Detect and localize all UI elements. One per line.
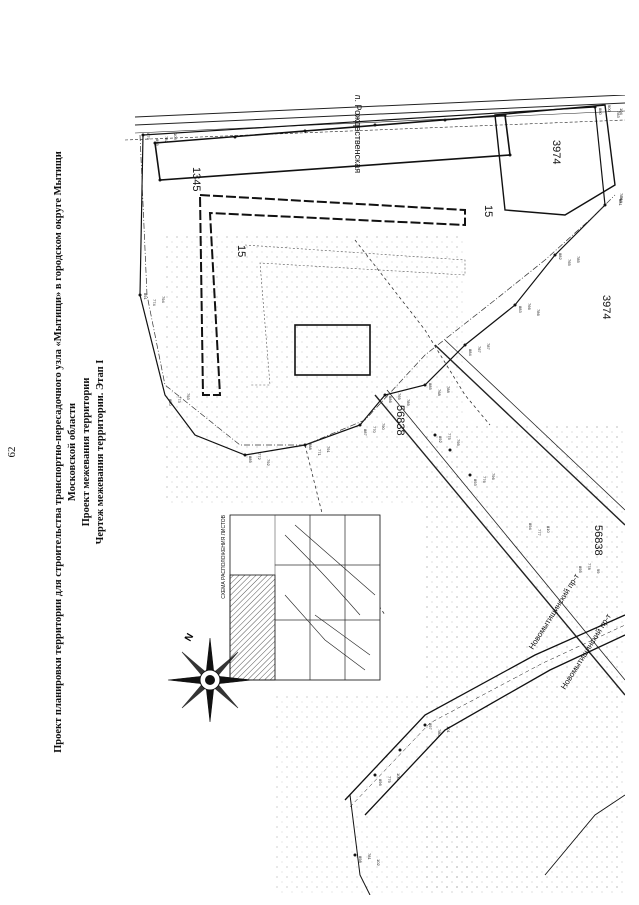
point-label: 780 xyxy=(437,729,442,736)
terrain-dots-bottom xyxy=(275,695,475,895)
point-label: 781 xyxy=(367,853,372,860)
point-label: 783 xyxy=(616,111,621,118)
point-label: 771 xyxy=(317,449,322,456)
point-label: 784 xyxy=(619,193,624,200)
parcel-label-56838-mid: 56838 xyxy=(394,405,406,436)
point-label: 897 xyxy=(428,723,433,730)
point-label: 883 xyxy=(518,306,523,313)
point-label: 890 xyxy=(168,399,173,406)
point-label: 895 xyxy=(578,566,583,573)
point-label: 887 xyxy=(363,429,368,436)
point-label: 900 xyxy=(607,105,612,112)
title-line-2: Московской области xyxy=(67,402,78,502)
street-label-top: ул. Рождественская xyxy=(353,95,363,173)
point-label: 782 xyxy=(164,136,169,143)
point-label: 886 xyxy=(388,396,393,403)
point-label: 101 xyxy=(446,726,451,733)
title-line-3: Проект межевания территории xyxy=(81,377,92,527)
parcel-label-15-right: 15 xyxy=(482,205,494,217)
point-label: 893 xyxy=(473,479,478,486)
survey-map: СХЕМА РАСПОЛОЖЕНИЯ ЛИСТОВ N xyxy=(125,95,625,895)
point-label: 775 xyxy=(447,433,452,440)
point-label: 888 xyxy=(308,443,313,450)
point-label: 766 xyxy=(527,303,532,310)
parcel-label-3974-top: 3974 xyxy=(550,140,562,164)
railway-strip xyxy=(125,95,625,141)
point-label: 779 xyxy=(387,776,392,783)
point-label: 891 xyxy=(143,293,148,300)
point-label: 785 xyxy=(576,256,581,263)
road-curve xyxy=(544,794,625,876)
point-label: 879 xyxy=(146,133,151,140)
point-label: 786 xyxy=(536,309,541,316)
road-novomytischinsky xyxy=(344,614,625,816)
point-label: 788 xyxy=(446,386,451,393)
point-label: 880 xyxy=(598,108,603,115)
point-label: 99 xyxy=(596,569,601,574)
point-label: 770 xyxy=(372,426,377,433)
compass-north-letter: N xyxy=(183,632,196,644)
parcel-label-1345: 1345 xyxy=(190,167,202,191)
survey-line-1 xyxy=(354,239,491,426)
point-label: 104 xyxy=(619,108,624,115)
sheet-layout-inset: СХЕМА РАСПОЛОЖЕНИЯ ЛИСТОВ xyxy=(221,514,381,681)
point-label: 787 xyxy=(486,343,491,350)
point-label: 102 xyxy=(376,859,381,866)
point-label: 789 xyxy=(406,399,411,406)
point-label: 774 xyxy=(152,299,157,306)
point-label: 778 xyxy=(587,563,592,570)
point-label: 884 xyxy=(468,349,473,356)
parcel-1345 xyxy=(154,114,511,181)
point-label: 769 xyxy=(397,393,402,400)
building-15-outline xyxy=(199,194,466,396)
point-label: 896 xyxy=(378,779,383,786)
point-label: 898 xyxy=(358,856,363,863)
point-label: 810 xyxy=(546,526,551,533)
parcel-labels: 1345 3974 15 15 3974 56838 56838 xyxy=(190,140,612,556)
point-label: 776 xyxy=(482,476,487,483)
sheet-title: Проект планировки территории для строите… xyxy=(52,52,108,852)
parcel-label-3974-right: 3974 xyxy=(600,295,612,319)
point-label: 792 xyxy=(266,459,271,466)
cadastral-line xyxy=(139,134,616,446)
title-line-1: Проект планировки территории для строите… xyxy=(53,151,64,753)
title-line-4: Чертеж межевания территории. Этап I xyxy=(95,359,106,545)
parcel-label-56838-low: 56838 xyxy=(592,525,604,556)
point-label: 765 xyxy=(567,259,572,266)
compass-rose: N xyxy=(167,632,253,723)
point-label: 103 xyxy=(173,133,178,140)
diagonal-rail xyxy=(374,339,625,696)
point-label: 777 xyxy=(537,529,542,536)
parcel-3974 xyxy=(494,104,616,216)
point-label: 892 xyxy=(438,436,443,443)
point-label: 767 xyxy=(477,346,482,353)
point-label: 795 xyxy=(456,439,461,446)
road-left-edge xyxy=(349,794,371,895)
point-label: 794 xyxy=(161,296,166,303)
point-label: 768 xyxy=(437,389,442,396)
point-label: 772 xyxy=(257,453,262,460)
point-label: 796 xyxy=(491,473,496,480)
point-labels: 879 880 881 882 883 884 885 886 887 888 889 890 891 8… xyxy=(143,105,624,866)
terrain-dots-upper xyxy=(165,235,465,505)
point-label: 100 xyxy=(396,773,401,780)
point-label: 881 xyxy=(618,199,623,206)
scheme-title: СХЕМА РАСПОЛОЖЕНИЯ ЛИСТОВ xyxy=(221,514,227,598)
point-label: 764 xyxy=(619,196,624,203)
point-label: 773 xyxy=(177,396,182,403)
point-label: 899 xyxy=(155,139,160,146)
point-label: 790 xyxy=(381,423,386,430)
page-number: 62 xyxy=(6,446,18,458)
survey-points xyxy=(138,105,607,857)
point-label: 793 xyxy=(186,393,191,400)
point-label: 885 xyxy=(428,383,433,390)
building-block xyxy=(294,324,371,376)
point-label: 791 xyxy=(326,446,331,453)
parcel-label-15-left: 15 xyxy=(235,245,247,257)
point-label: 889 xyxy=(248,456,253,463)
point-label: 882 xyxy=(558,253,563,260)
point-label: 894 xyxy=(528,523,533,530)
